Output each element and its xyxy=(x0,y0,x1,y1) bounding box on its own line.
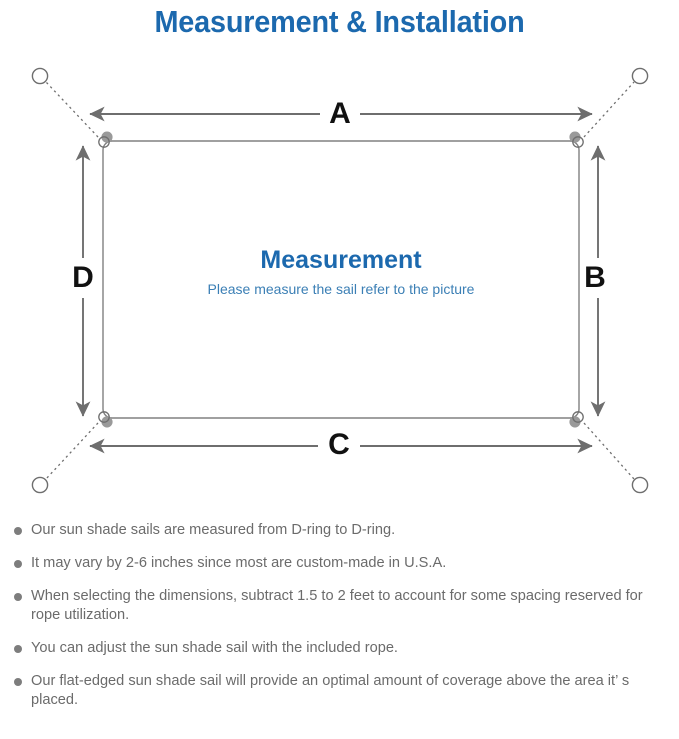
anchor-bottom-right xyxy=(631,476,649,494)
dimension-label-c: C xyxy=(328,428,350,461)
bullet-icon xyxy=(14,527,22,535)
bullet-icon xyxy=(14,645,22,653)
page-title: Measurement & Installation xyxy=(154,4,525,39)
measurement-diagram: Measurement Please measure the sail refe… xyxy=(0,46,679,521)
rope-top-left xyxy=(45,81,99,138)
bullet-icon xyxy=(14,560,22,568)
d-ring-bottom-left xyxy=(98,411,113,428)
dimension-label-a: A xyxy=(329,97,351,130)
d-ring-top-left xyxy=(98,131,113,148)
dimension-label-d: D xyxy=(72,261,94,294)
notes-list: Our sun shade sails are measured from D-… xyxy=(0,521,679,739)
dimension-label-b: B xyxy=(584,261,606,294)
list-item-text: Our sun shade sails are measured from D-… xyxy=(31,522,396,538)
rope-bottom-left xyxy=(45,422,99,480)
list-item: Our sun shade sails are measured from D-… xyxy=(0,521,679,540)
sail-body xyxy=(102,140,580,419)
list-item-text: Our flat-edged sun shade sail will provi… xyxy=(31,673,630,708)
sail-center-subtitle: Please measure the sail refer to the pic… xyxy=(208,281,475,297)
bullet-icon xyxy=(14,593,22,601)
d-ring-top-right xyxy=(569,131,584,148)
sail-center-title: Measurement xyxy=(260,246,422,274)
list-item-text: When selecting the dimensions, subtract … xyxy=(31,588,643,623)
anchor-bottom-left xyxy=(31,476,49,494)
rope-bottom-right xyxy=(583,422,635,480)
bullet-icon xyxy=(14,678,22,686)
anchor-top-left xyxy=(31,67,49,85)
list-item-text: It may vary by 2-6 inches since most are… xyxy=(31,555,447,571)
anchor-top-right xyxy=(631,67,649,85)
list-item: You can adjust the sun shade sail with t… xyxy=(0,639,679,658)
list-item: When selecting the dimensions, subtract … xyxy=(0,587,679,625)
rope-top-right xyxy=(583,81,635,138)
d-ring-bottom-right xyxy=(569,411,584,428)
list-item-text: You can adjust the sun shade sail with t… xyxy=(31,640,398,656)
list-item: Our flat-edged sun shade sail will provi… xyxy=(0,672,679,710)
list-item: It may vary by 2-6 inches since most are… xyxy=(0,554,679,573)
